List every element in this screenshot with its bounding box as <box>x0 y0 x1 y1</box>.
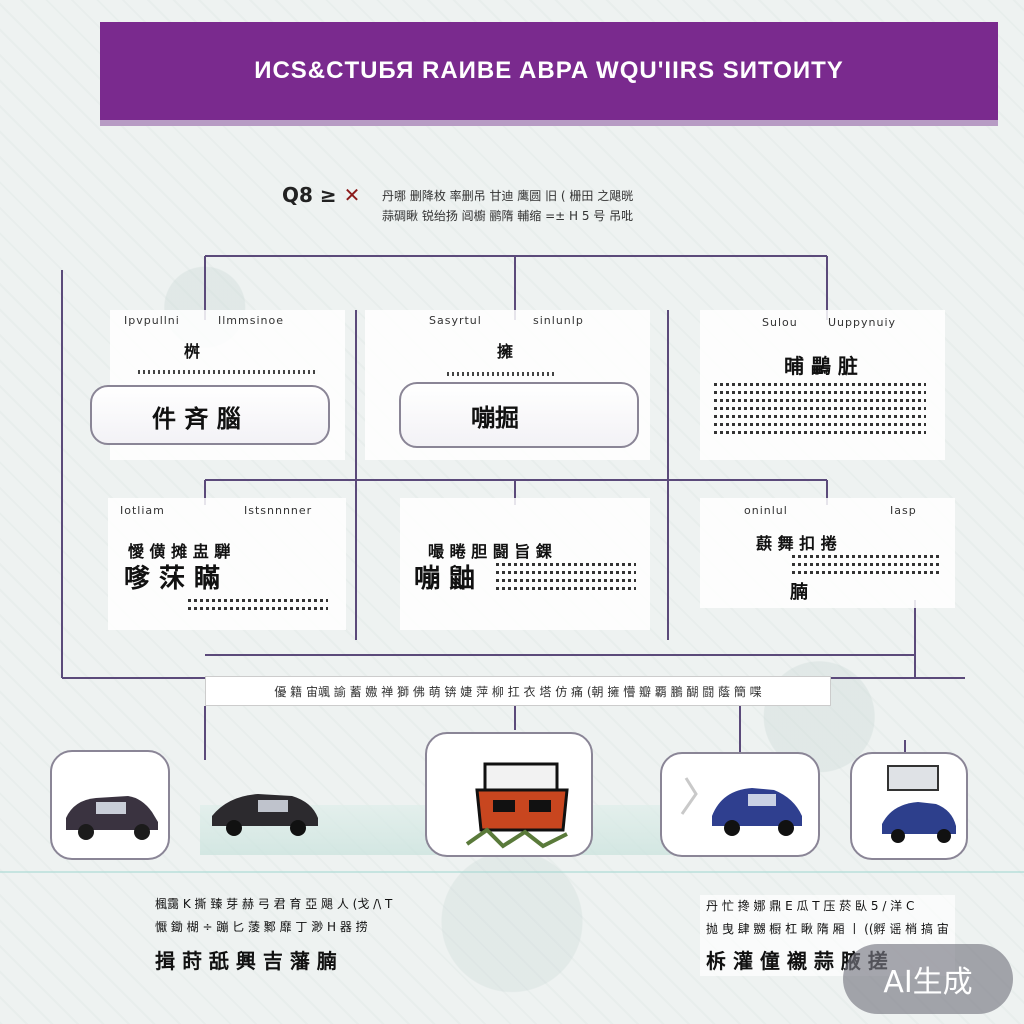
footer-left-line-2: 懨 鋤 楜 ÷ 蹦 匕 蔆 鄹 靡 丁 渺 H 器 捞 <box>155 920 368 934</box>
car-dark-coupe-icon <box>212 794 318 836</box>
cross-icon: ✕ <box>343 183 361 207</box>
card-3-text-block <box>714 378 926 439</box>
footer-left: 楓靄 K 撕 臻 芽 赫 弓 君 育 亞 飓 人 (戈 /\ T 懨 鋤 楜 ÷… <box>155 895 392 974</box>
card-2-big-text: 嘣掘 <box>471 404 519 432</box>
title-banner: ИCS&CTUБЯ RAИBE ABPA WQU'IIRS SИTOИTY <box>100 22 998 126</box>
card-6-tag-left: oninlul <box>744 504 788 517</box>
card-1-bubble: 件 斉 腦 <box>90 385 330 445</box>
card-1-tag-left: Ipvpullni <box>124 314 180 327</box>
car-vignette-2 <box>200 758 330 858</box>
card-5-heading: 嘬 睠 胆 闘 旨 錁 <box>428 542 552 561</box>
car-blue-hatchback-icon <box>680 777 802 836</box>
card-1-tag-right: Ilmmsinoe <box>218 314 284 327</box>
footer-right-line-2: 抛 曳 肆 嬲 橱 杠 瞅 隋 厢 丨 ((孵 谣 梢 搞 宙 <box>706 922 949 936</box>
footer-right-line-1: 丹 忙 搀 娜 鼎 E 瓜 T 压 菸 臥 5 / 洋 C <box>706 899 915 913</box>
card-3-tag-left: Sulou <box>762 316 798 329</box>
card-6-heading: 蕻 舞 扣 捲 <box>756 534 837 553</box>
card-1-dotted-rule <box>138 370 318 374</box>
card-1: Ipvpullni Ilmmsinoe 桝 件 斉 腦 <box>90 310 345 460</box>
ai-generated-badge: AI生成 <box>843 944 1013 1014</box>
card-2-dotted-rule <box>447 372 557 376</box>
footer-left-line-1: 楓靄 K 撕 臻 芽 赫 弓 君 育 亞 飓 人 (戈 /\ T <box>155 897 393 911</box>
subtitle-line-1: 丹哪 删降枚 率删吊 甘迪 鹰圆 旧 ( 栅田 之飓晄 <box>382 189 634 203</box>
car-vignette-1 <box>50 750 170 860</box>
card-3-heading: 晡 鸓 脏 <box>784 354 858 378</box>
card-2-heading: 擁 <box>497 342 514 361</box>
card-4: Iotliam Istsnnnner 懓 僙 摊 盅 騨 嗲 莯 瞞 <box>108 498 346 630</box>
card-6-text-block <box>792 550 942 579</box>
card-3-tag-right: Uuppynuiy <box>828 316 897 329</box>
card-2-tag-right: sinlunlp <box>533 314 584 327</box>
card-6-big-text: 腩 <box>790 582 808 603</box>
card-4-tag-right: Istsnnnner <box>244 504 313 517</box>
car-blue-small-icon <box>882 765 956 843</box>
footer-left-line-3: 揖 莳 舐 興 吉 藩 腩 <box>155 949 337 973</box>
card-5: 嘬 睠 胆 闘 旨 錁 嘣 鼬 <box>400 498 650 630</box>
car-vignette-3 <box>425 732 593 857</box>
card-4-text-block <box>188 594 328 615</box>
car-orange-boxy-icon <box>465 762 569 849</box>
card-6-tag-right: Iasp <box>890 504 917 517</box>
summary-strip-text: 優 籍 宙颯 諭 蓄 嫐 禅 獅 佛 萌 锛 婕 萍 柳 扛 衣 塔 仿 痛 (… <box>274 684 762 699</box>
card-5-text-block <box>496 558 636 595</box>
card-6: oninlul Iasp 蕻 舞 扣 捲 腩 <box>700 498 955 608</box>
card-4-heading: 懓 僙 摊 盅 騨 <box>128 542 231 561</box>
card-2: Sasyrtul sinlunlp 擁 嘣掘 <box>365 310 650 460</box>
card-2-bubble: 嘣掘 <box>399 382 639 448</box>
card-5-big-text: 嘣 鼬 <box>414 564 476 594</box>
card-1-heading: 桝 <box>184 342 201 361</box>
car-dark-sedan-icon <box>66 796 158 840</box>
subtitle-line-2: 蒜碉瞅 锐绐扬 阊櫥 鹂隋 輔缩 =± H 5 号 吊吡 <box>382 209 634 223</box>
car-vignette-4 <box>660 752 820 857</box>
card-1-big-text: 件 斉 腦 <box>152 405 241 433</box>
car-vignette-5 <box>850 752 968 860</box>
page-title: ИCS&CTUБЯ RAИBE ABPA WQU'IIRS SИTOИTY <box>254 57 844 84</box>
subtitle-logo-icon: Q8 ≥ ✕ <box>282 183 361 207</box>
ai-badge-text: AI生成 <box>883 965 973 1000</box>
card-4-big-text: 嗲 莯 瞞 <box>124 564 221 594</box>
summary-strip: 優 籍 宙颯 諭 蓄 嫐 禅 獅 佛 萌 锛 婕 萍 柳 扛 衣 塔 仿 痛 (… <box>205 676 831 706</box>
card-2-tag-left: Sasyrtul <box>429 314 482 327</box>
card-3: Sulou Uuppynuiy 晡 鸓 脏 <box>700 310 945 460</box>
card-4-tag-left: Iotliam <box>120 504 165 517</box>
